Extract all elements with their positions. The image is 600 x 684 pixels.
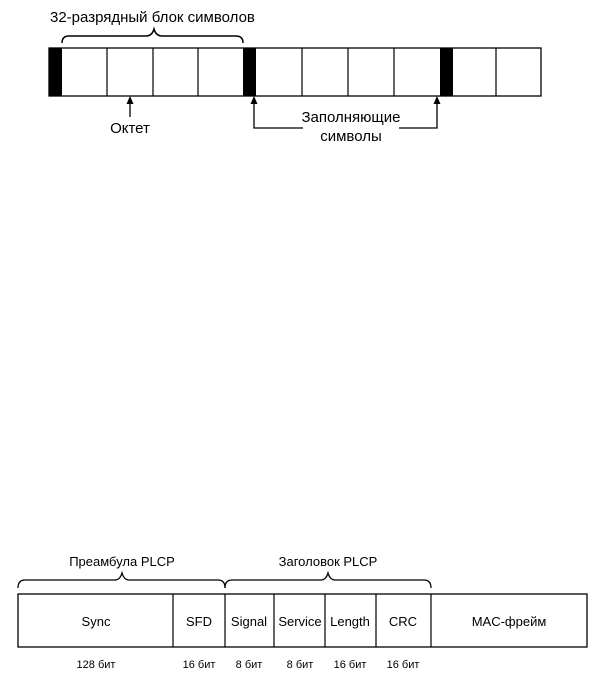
preamble-brace <box>17 570 226 589</box>
field-crc: CRC <box>389 614 417 629</box>
symbol-block-diagram: 32-разрядный блок символов Октет <box>48 9 542 145</box>
size-sync: 128 бит <box>77 659 116 671</box>
octet-arrow <box>126 96 134 117</box>
block-marker-3 <box>440 48 453 96</box>
block-marker-2 <box>243 48 256 96</box>
size-crc: 16 бит <box>387 659 420 671</box>
plcp-frame-diagram: Преамбула PLCP Заголовок PLCP Sync SFD S… <box>17 554 588 671</box>
symbol-block-label: 32-разрядный блок символов <box>50 9 255 26</box>
fill-arrow-left <box>250 96 258 104</box>
size-signal: 8 бит <box>236 659 263 671</box>
symbol-block-brace <box>61 26 244 44</box>
size-length: 16 бит <box>334 659 367 671</box>
fill-symbols-label-line2: символы <box>320 128 382 145</box>
field-sfd: SFD <box>186 614 212 629</box>
plcp-frame <box>17 593 588 648</box>
size-sfd: 16 бит <box>183 659 216 671</box>
field-mac-frame: MAC-фрейм <box>472 614 547 629</box>
octet-cell-dividers <box>106 48 497 96</box>
field-service: Service <box>278 614 321 629</box>
fill-symbols-bracket <box>253 102 438 129</box>
octet-label: Октет <box>110 120 150 137</box>
size-service: 8 бит <box>287 659 314 671</box>
field-signal: Signal <box>231 614 267 629</box>
field-dividers <box>172 594 432 647</box>
field-sync: Sync <box>82 614 111 629</box>
block-marker-1 <box>49 48 62 96</box>
field-length: Length <box>330 614 370 629</box>
fill-arrow-right <box>433 96 441 104</box>
header-label: Заголовок PLCP <box>279 554 378 569</box>
symbol-strip <box>48 47 542 97</box>
preamble-label: Преамбула PLCP <box>69 554 175 569</box>
header-brace <box>224 570 432 589</box>
fill-symbols-label-line1: Заполняющие <box>301 109 400 126</box>
